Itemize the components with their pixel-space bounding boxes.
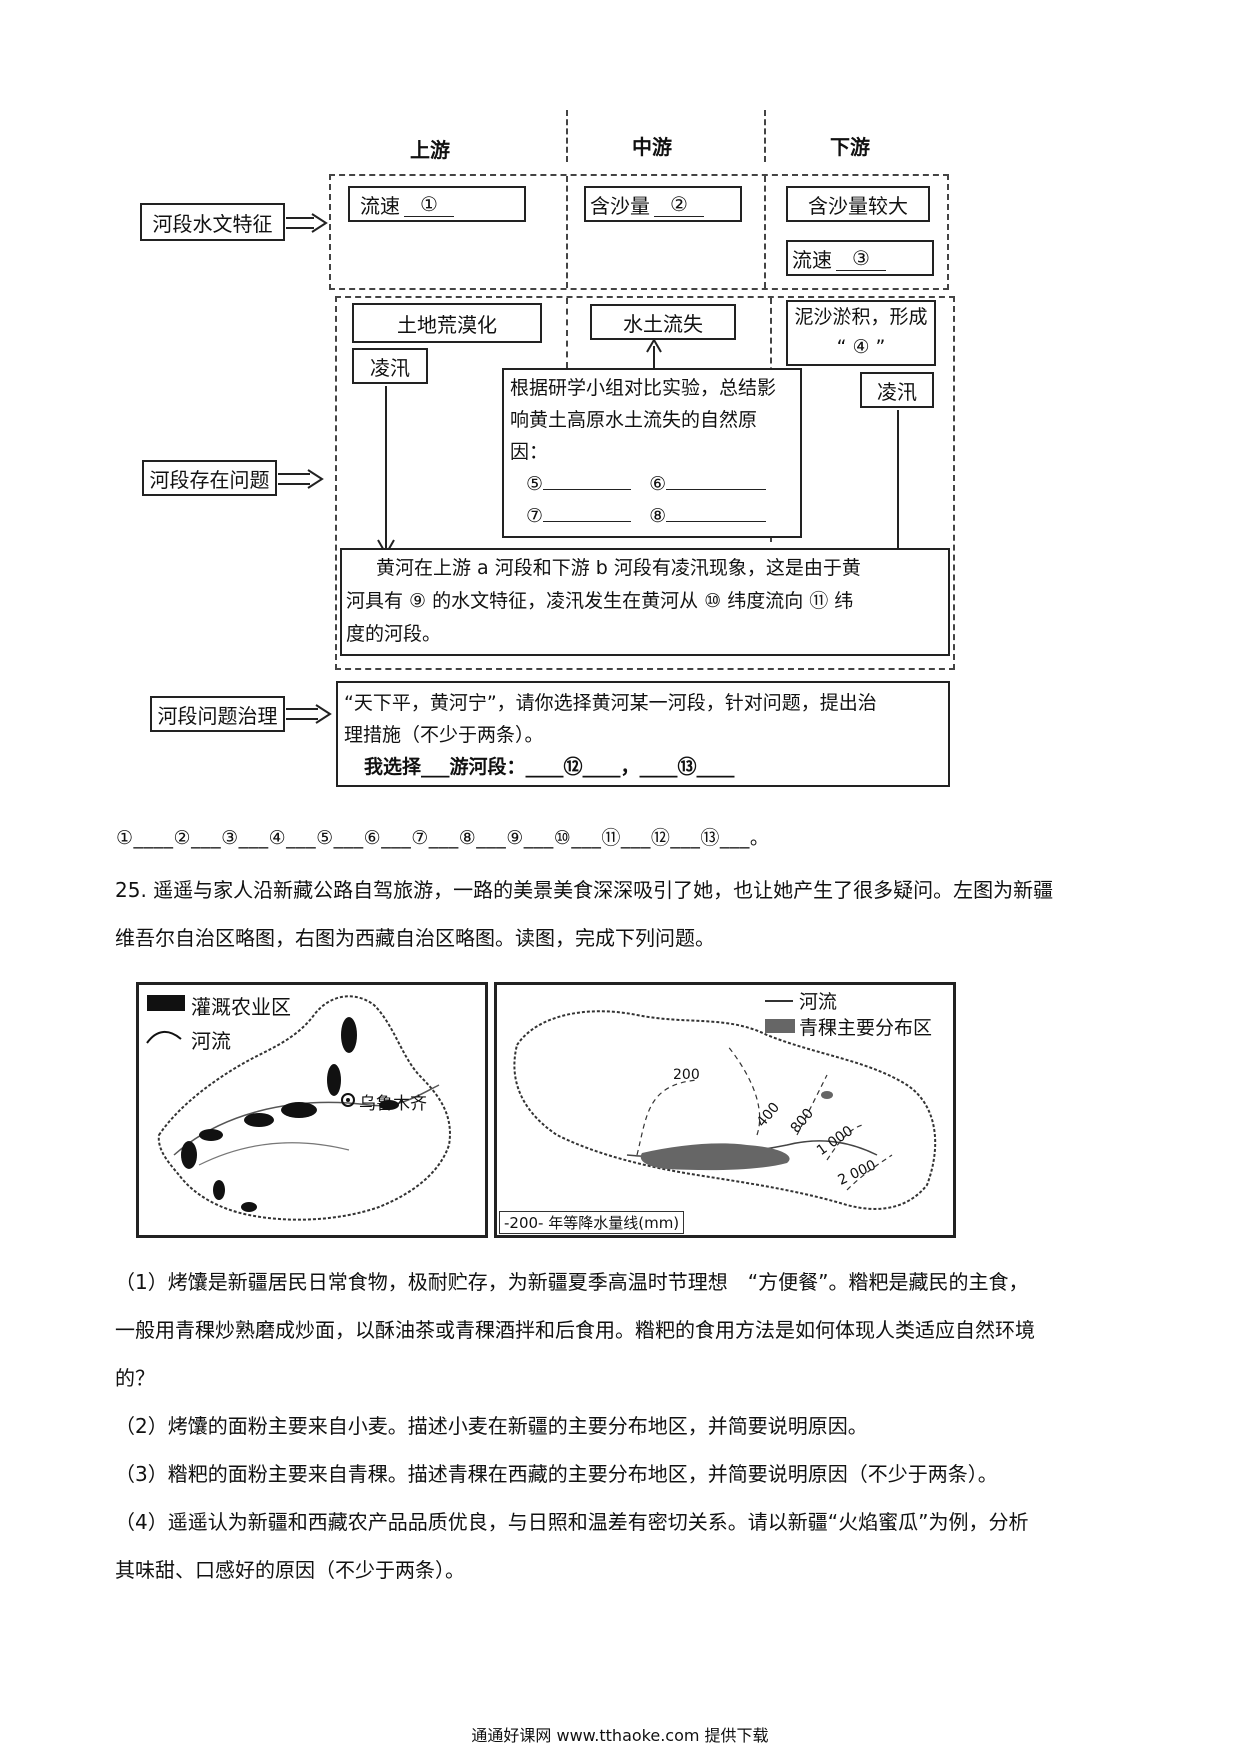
- problems-divider-1: [566, 298, 568, 368]
- hydro-downstream-text: 流速: [792, 247, 832, 272]
- problem-down-line1: 泥沙淤积，形成: [794, 306, 928, 328]
- q3: （3）糌粑的面粉主要来自青稞。描述青稞在西藏的主要分布地区，并简要说明原因（不少…: [115, 1462, 998, 1486]
- row-label-hydro: 河段水文特征: [140, 203, 285, 241]
- footer: 通通好课网 www.tthaoke.com 提供下载: [471, 1726, 769, 1745]
- map-xinjiang-drawing: [146, 995, 451, 1221]
- governance-line3[interactable]: 我选择___游河段：____⑫____，____⑬____: [364, 756, 735, 778]
- hydro-downstream-box-1: 含沙量较大: [786, 186, 930, 222]
- ice-flood-line3: 度的河段。: [346, 623, 442, 645]
- blank-7[interactable]: ⑦: [526, 505, 544, 527]
- hydro-downstream-box-2: 流速 ③: [786, 240, 934, 276]
- hydro-upstream-box: 流速 ①: [348, 186, 526, 222]
- column-divider-1: [566, 110, 568, 162]
- question-25-subquestions: （1）烤馕是新疆居民日常食物，极耐贮存，为新疆夏季高温时节理想 “方便餐”。糌粑…: [115, 1258, 1135, 1594]
- problem-down-line2[interactable]: “ ④ ”: [836, 336, 886, 358]
- legend-irrigation: 灌溉农业区: [191, 995, 291, 1019]
- governance-box: “天下平，黄河宁”，请你选择黄河某一河段，针对问题，提出治 理措施（不少于两条）…: [336, 681, 950, 787]
- map-xinjiang: 灌溉农业区 河流 乌鲁木齐: [136, 982, 488, 1238]
- ice-flood-line1: 黄河在上游 a 河段和下游 b 河段有凌汛现象，这是由于黄: [376, 557, 861, 579]
- problems-region: [335, 296, 955, 670]
- blank-2[interactable]: ②: [654, 192, 704, 217]
- city-urumqi: 乌鲁木齐: [359, 1094, 427, 1114]
- legend-isohyet: -200- 年等降水量线(mm): [499, 1211, 685, 1234]
- column-divider-2: [764, 110, 766, 162]
- governance-line2: 理措施（不少于两条）。: [344, 724, 544, 746]
- research-line3: 因：: [510, 441, 549, 463]
- hydro-midstream-box: 含沙量 ②: [584, 186, 742, 222]
- research-box: 根据研学小组对比实验，总结影 响黄土高原水土流失的自然原 因： ⑤ ⑥ ⑦ ⑧: [502, 368, 802, 538]
- ice-flood-box: 黄河在上游 a 河段和下游 b 河段有凌汛现象，这是由于黄 河具有 ⑨ 的水文特…: [340, 548, 950, 656]
- blank-8[interactable]: ⑧: [649, 505, 667, 527]
- row-label-governance: 河段问题治理: [150, 696, 285, 732]
- hydro-divider-1: [566, 176, 568, 288]
- blank-5[interactable]: ⑤: [526, 473, 544, 495]
- map-tibet: 河流 青稞主要分布区 200 400 800 1 000 2 000 -200-…: [494, 982, 956, 1238]
- q25-line2: 维吾尔自治区略图，右图为西藏自治区略图。读图，完成下列问题。: [115, 926, 715, 950]
- q1-line2: 一般用青稞炒熟磨成炒面，以酥油茶或青稞酒拌和后食用。糌粑的食用方法是如何体现人类…: [115, 1318, 1035, 1342]
- ice-flood-line2: 河具有 ⑨ 的水文特征，凌汛发生在黄河从 ⑩ 纬度流向 ⑪ 纬: [346, 590, 854, 612]
- blank-3[interactable]: ③: [836, 246, 886, 271]
- column-head-downstream: 下游: [830, 135, 870, 159]
- row-label-problems: 河段存在问题: [142, 460, 277, 496]
- legend-river-right: 河流: [799, 991, 838, 1013]
- research-line2: 响黄土高原水土流失的自然原: [510, 409, 758, 431]
- problem-down-sedimentation: 泥沙淤积，形成 “ ④ ”: [786, 300, 936, 366]
- blank-6[interactable]: ⑥: [649, 473, 667, 495]
- column-head-midstream: 中游: [632, 135, 672, 159]
- hydro-midstream-text: 含沙量: [590, 193, 650, 218]
- arrow-governance: [286, 704, 332, 724]
- problem-mid-soil-erosion: 水土流失: [590, 304, 736, 340]
- map-tibet-drawing: [513, 1000, 937, 1210]
- hydro-upstream-text: 流速: [360, 193, 400, 218]
- problem-up-desertification: 土地荒漠化: [352, 303, 542, 343]
- q4-line2: 其味甜、口感好的原因（不少于两条）。: [115, 1558, 465, 1582]
- arrow-hydro: [286, 213, 328, 233]
- arrow-problems: [278, 469, 324, 489]
- q1-line3: 的？: [115, 1366, 155, 1390]
- research-line1: 根据研学小组对比实验，总结影: [510, 377, 777, 399]
- hydro-divider-2: [764, 176, 766, 288]
- legend-qingke: 青稞主要分布区: [799, 1013, 933, 1040]
- answer-blanks[interactable]: ①____②___③___④___⑤___⑥___⑦___⑧___⑨___⑩__…: [116, 827, 770, 849]
- column-head-upstream: 上游: [410, 138, 450, 162]
- question-25-stem: 25. 遥遥与家人沿新藏公路自驾旅游，一路的美景美食深深吸引了她，也让她产生了很…: [115, 866, 1135, 962]
- isohyet-200: 200: [673, 1067, 700, 1083]
- research-blanks-row1: ⑤ ⑥: [526, 468, 794, 500]
- hydro-region: [329, 174, 949, 290]
- q2: （2）烤馕的面粉主要来自小麦。描述小麦在新疆的主要分布地区，并简要说明原因。: [115, 1414, 868, 1438]
- research-blanks-row2: ⑦ ⑧: [526, 500, 794, 532]
- q4-line1: （4）遥遥认为新疆和西藏农产品品质优良，与日照和温差有密切关系。请以新疆“火焰蜜…: [115, 1510, 1029, 1534]
- problem-down-ice-flood: 凌汛: [860, 372, 934, 408]
- legend-river-left: 河流: [191, 1029, 231, 1053]
- governance-line1: “天下平，黄河宁”，请你选择黄河某一河段，针对问题，提出治: [344, 692, 877, 714]
- problem-up-ice-flood: 凌汛: [352, 348, 428, 384]
- q1-line1: （1）烤馕是新疆居民日常食物，极耐贮存，为新疆夏季高温时节理想 “方便餐”。糌粑…: [115, 1270, 1029, 1294]
- blank-1[interactable]: ①: [404, 192, 454, 217]
- q25-line1: 25. 遥遥与家人沿新藏公路自驾旅游，一路的美景美食深深吸引了她，也让她产生了很…: [115, 878, 1054, 902]
